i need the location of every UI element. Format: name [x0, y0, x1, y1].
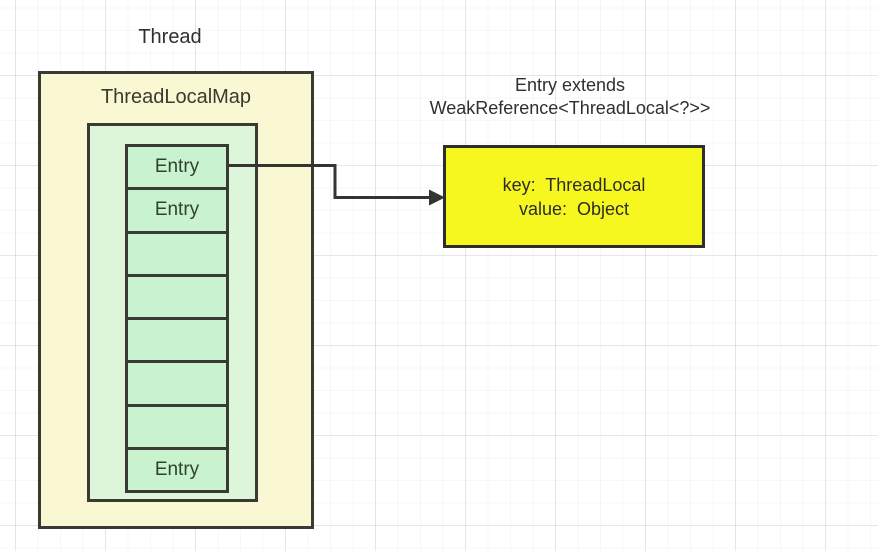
- entry-table: Entry Entry Entry: [125, 144, 229, 493]
- entry-cell: [125, 360, 229, 407]
- entry-cell: Entry: [125, 144, 229, 191]
- thread-label: Thread: [138, 26, 202, 48]
- entry-cell: [125, 317, 229, 364]
- entry-value-line: value: Object: [518, 198, 630, 219]
- entry-cell: [125, 403, 229, 450]
- entry-extends-note-line1: Entry extends: [514, 75, 626, 95]
- entry-cell: [125, 230, 229, 277]
- entry-extends-note: Entry extends WeakReference<ThreadLocal<…: [395, 74, 745, 120]
- entry-cell: [125, 273, 229, 320]
- threadlocalmap-title: ThreadLocalMap: [100, 86, 252, 108]
- entry-key-line: key: ThreadLocal: [502, 174, 646, 195]
- entry-cell: Entry: [125, 446, 229, 493]
- entry-detail-box: key: ThreadLocal value: Object: [443, 145, 705, 248]
- entry-extends-note-line2: WeakReference<ThreadLocal<?>>: [429, 98, 711, 118]
- entry-cell: Entry: [125, 187, 229, 234]
